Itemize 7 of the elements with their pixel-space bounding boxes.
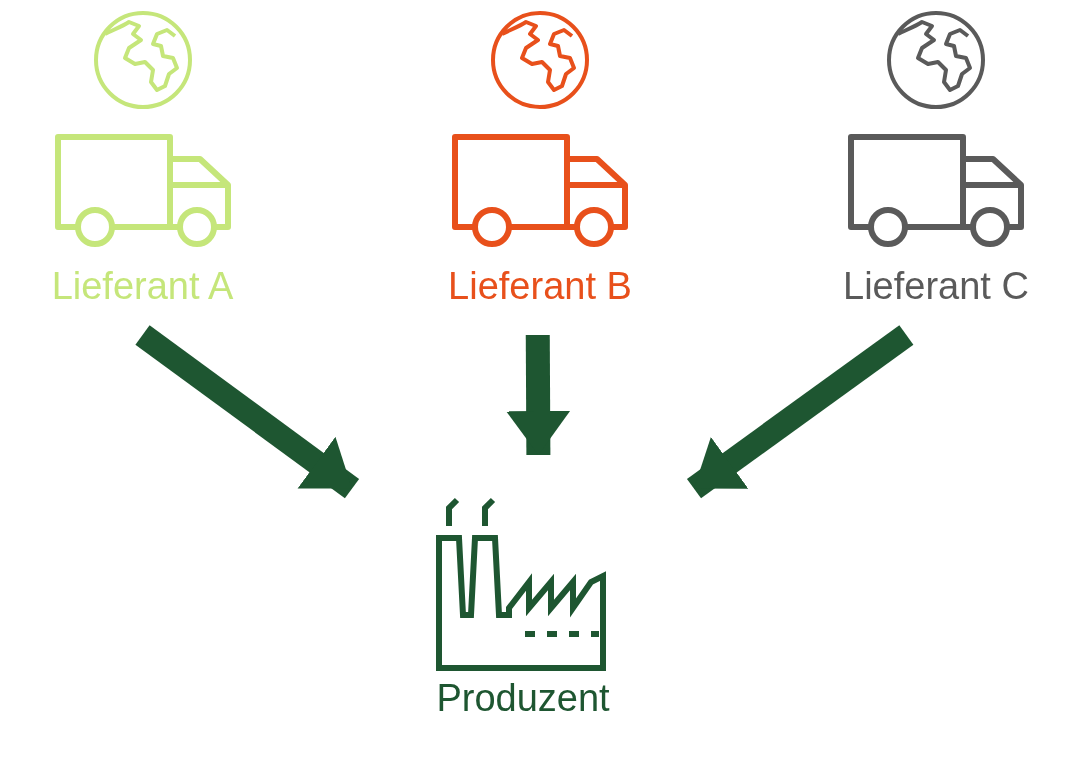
arrow xyxy=(506,334,571,456)
arrow xyxy=(135,325,360,499)
node-label: Lieferant A xyxy=(50,265,235,308)
node-label: Lieferant B xyxy=(447,265,633,308)
node-label: Lieferant C xyxy=(842,265,1030,308)
node-label: Produzent xyxy=(435,677,611,720)
arrow xyxy=(686,325,914,499)
